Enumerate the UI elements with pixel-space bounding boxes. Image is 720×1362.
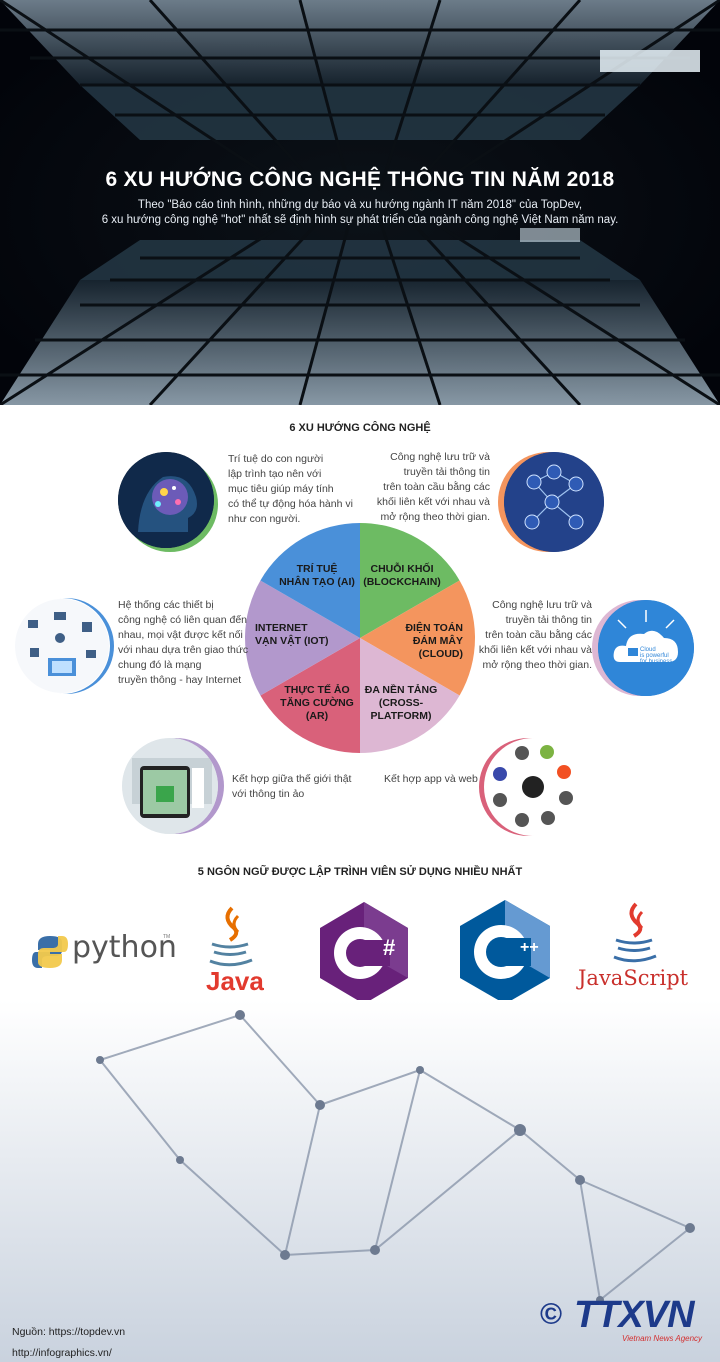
wheel-segment-ar bbox=[245, 580, 360, 696]
source-credit: Nguồn: https://topdev.vn bbox=[12, 1326, 126, 1338]
segment-label-cloud: ĐIỆN TOÁN ĐÁM MÂY (CLOUD) bbox=[405, 622, 463, 660]
ai-brain-icon bbox=[118, 452, 214, 548]
languages-section-title: 5 NGÔN NGỮ ĐƯỢC LẬP TRÌNH VIÊN SỬ DỤNG N… bbox=[197, 866, 523, 878]
javascript-cup-icon bbox=[613, 902, 657, 963]
csharp-letter: C bbox=[344, 924, 345, 925]
python-trademark: TM bbox=[163, 934, 171, 940]
segment-label-iot: INTERNET VẠN VẬT (IOT) bbox=[255, 622, 329, 647]
ar-description: Kết hợp giữa thế giới thật với thông tin… bbox=[232, 773, 352, 800]
copyright-symbol: © bbox=[540, 1298, 563, 1331]
cross-platform-description: Kết hợp app và web bbox=[384, 773, 478, 785]
wheel-segment-iot bbox=[260, 523, 360, 638]
python-snake-icon bbox=[32, 936, 68, 968]
page-subtitle-line1: Theo "Báo cáo tình hình, những dự báo và… bbox=[137, 199, 583, 211]
agency-name: Vietnam News Agency bbox=[622, 1334, 703, 1343]
cloud-icon-text: Cloud is powerful for business bbox=[640, 647, 673, 665]
wheel-segment-cloud bbox=[360, 638, 460, 753]
javascript-logo: JavaScript bbox=[576, 902, 696, 994]
wheel-segment-ai bbox=[360, 523, 460, 638]
blockchain-network-icon bbox=[504, 452, 604, 552]
java-logo: Java bbox=[200, 906, 264, 996]
cloud-computing-icon: Cloud is powerful for business bbox=[598, 600, 694, 696]
ttxvn-logo: © TTXVN Vietnam News Agency bbox=[540, 1294, 712, 1348]
segment-label-ai: TRÍ TUỆ NHÂN TẠO (AI) bbox=[279, 563, 355, 588]
ttxvn-wordmark: TTXVN bbox=[574, 1294, 695, 1336]
page-title: 6 XU HƯỚNG CÔNG NGHỆ THÔNG TIN NĂM 2018 bbox=[105, 168, 615, 191]
wheel-segment-cross-platform bbox=[260, 638, 360, 753]
cross-platform-icon bbox=[484, 738, 582, 836]
iot-devices-icon bbox=[14, 598, 110, 694]
wheel-segment-blockchain bbox=[360, 580, 475, 696]
blockchain-description: Công nghệ lưu trữ và truyền tải thông ti… bbox=[376, 451, 490, 523]
csharp-sharp-symbol: # bbox=[383, 935, 396, 960]
segment-label-blockchain: CHUỖI KHỐI (BLOCKCHAIN) bbox=[363, 563, 441, 588]
infographics-url[interactable]: http://infographics.vn/ bbox=[12, 1347, 112, 1359]
cpp-logo: C ++ bbox=[456, 898, 554, 1006]
csharp-logo: C # bbox=[316, 900, 412, 1006]
tunnel-background bbox=[0, 0, 720, 405]
trends-section-title: 6 XU HƯỚNG CÔNG NGHỆ bbox=[289, 422, 431, 434]
java-cup-icon bbox=[209, 906, 253, 967]
page-subtitle-line2: 6 xu hướng công nghệ "hot" nhất sẽ định … bbox=[101, 214, 619, 226]
cloud-description: Công nghệ lưu trữ và truyền tải thông ti… bbox=[478, 599, 592, 671]
javascript-wordmark: JavaScript bbox=[578, 966, 689, 990]
segment-label-cross-platform: ĐA NỀN TẢNG (CROSS- PLATFORM) bbox=[364, 684, 438, 722]
cpp-hexagon-icon bbox=[460, 900, 550, 1004]
header-banner: 6 XU HƯỚNG CÔNG NGHỆ THÔNG TIN NĂM 2018 … bbox=[0, 0, 720, 405]
python-wordmark: python bbox=[72, 930, 177, 965]
python-logo: python TM bbox=[32, 930, 177, 974]
csharp-hexagon-icon bbox=[320, 902, 408, 1004]
ar-phone-icon bbox=[122, 738, 218, 834]
iot-description: Hệ thống các thiết bị công nghệ có liên … bbox=[118, 599, 249, 686]
cpp-letter: C bbox=[484, 922, 485, 923]
java-wordmark: Java bbox=[206, 966, 264, 996]
cpp-plus-symbol: ++ bbox=[520, 939, 539, 956]
ai-description: Trí tuệ do con người lập trình tạo nên v… bbox=[228, 453, 353, 525]
segment-label-ar: THỰC TẾ ẢO TĂNG CƯỜNG (AR) bbox=[280, 684, 354, 722]
trends-wheel bbox=[245, 523, 475, 753]
network-background bbox=[0, 1000, 720, 1362]
